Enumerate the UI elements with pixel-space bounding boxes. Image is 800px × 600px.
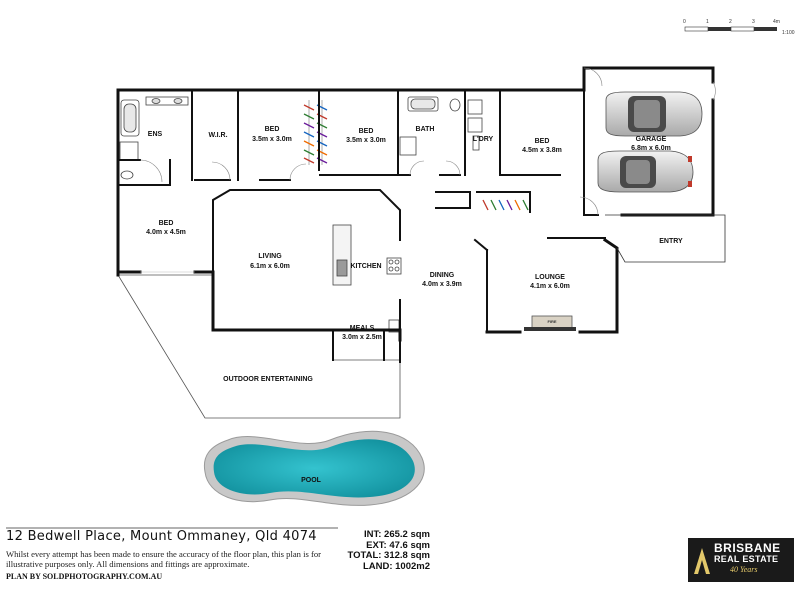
logo-subtitle: REAL ESTATE	[714, 554, 779, 564]
scale-tick-3: 3	[752, 19, 755, 25]
area-external: EXT: 47.6 sqm	[366, 539, 430, 551]
room-label-bed-2: BED	[265, 126, 280, 133]
scale-tick-1: 1	[706, 19, 709, 25]
scale-tick-0: 0	[683, 19, 686, 25]
scale-ratio: 1:100	[782, 30, 795, 36]
car-top	[605, 91, 703, 137]
room-label-lounge: LOUNGE	[535, 274, 565, 281]
room-size-dining: 4.0m x 3.9m	[422, 281, 462, 288]
room-size-meals: 3.0m x 2.5m	[342, 334, 382, 341]
room-size-living: 6.1m x 6.0m	[250, 263, 290, 270]
room-label-bed-1: BED	[159, 220, 174, 227]
room-label-ens: ENS	[148, 131, 163, 138]
room-label-meals: MEALS	[350, 325, 375, 332]
entry-outline	[605, 214, 726, 263]
pool	[203, 430, 425, 506]
room-label-entry: ENTRY	[659, 238, 683, 245]
outdoor-area-outline	[117, 274, 401, 419]
scale-tick-4: 4m	[773, 19, 780, 25]
fireplace-label: FIRE	[547, 319, 556, 324]
room-label-bed-4: BED	[535, 138, 550, 145]
exterior-walls	[116, 66, 715, 342]
room-label-outdoor-entertaining: OUTDOOR ENTERTAINING	[223, 376, 313, 383]
scale-bar: 0 1 2 3 4m 1:100	[683, 19, 795, 36]
room-label-laundry: L'DRY	[473, 136, 494, 143]
area-summary: INT: 265.2 sqm EXT: 47.6 sqm TOTAL: 312.…	[340, 529, 430, 572]
room-size-bed-4: 4.5m x 3.8m	[522, 147, 562, 154]
disclaimer-text: Whilst every attempt has been made to en…	[6, 549, 321, 569]
logo-years: 40 Years	[730, 565, 758, 574]
room-label-kitchen: KITCHEN	[350, 263, 381, 270]
property-address: 12 Bedwell Place, Mount Ommaney, Qld 407…	[6, 529, 317, 544]
area-total: TOTAL: 312.8 sqm	[347, 550, 430, 561]
scale-tick-2: 2	[729, 19, 732, 25]
room-label-living: LIVING	[258, 253, 282, 260]
bathroom-fixtures	[119, 96, 483, 180]
car-bottom	[597, 150, 694, 193]
room-label-wir: W.I.R.	[208, 132, 227, 139]
room-label-pool: POOL	[301, 477, 322, 484]
agency-logo: BRISBANE REAL ESTATE 40 Years	[688, 538, 794, 582]
logo-name: BRISBANE	[714, 541, 781, 555]
plan-credit: PLAN BY SOLDPHOTOGRAPHY.COM.AU	[6, 572, 163, 581]
area-internal: INT: 265.2 sqm	[364, 529, 430, 540]
room-label-dining: DINING	[430, 272, 455, 279]
room-label-garage: GARAGE	[636, 136, 667, 143]
room-size-garage: 6.8m x 6.0m	[631, 145, 671, 152]
room-size-bed-1: 4.0m x 4.5m	[146, 229, 186, 236]
room-label-bath: BATH	[416, 126, 435, 133]
logo-mark-icon	[694, 548, 710, 574]
kitchen-fixtures	[332, 224, 402, 333]
room-label-bed-3: BED	[359, 128, 374, 135]
room-size-bed-2: 3.5m x 3.0m	[252, 136, 292, 143]
interior-walls	[117, 89, 606, 363]
fireplace	[524, 315, 576, 331]
area-land: LAND: 1002m2	[362, 560, 430, 572]
room-size-lounge: 4.1m x 6.0m	[530, 283, 570, 290]
room-size-bed-3: 3.5m x 3.0m	[346, 137, 386, 144]
door-swings	[139, 67, 716, 273]
